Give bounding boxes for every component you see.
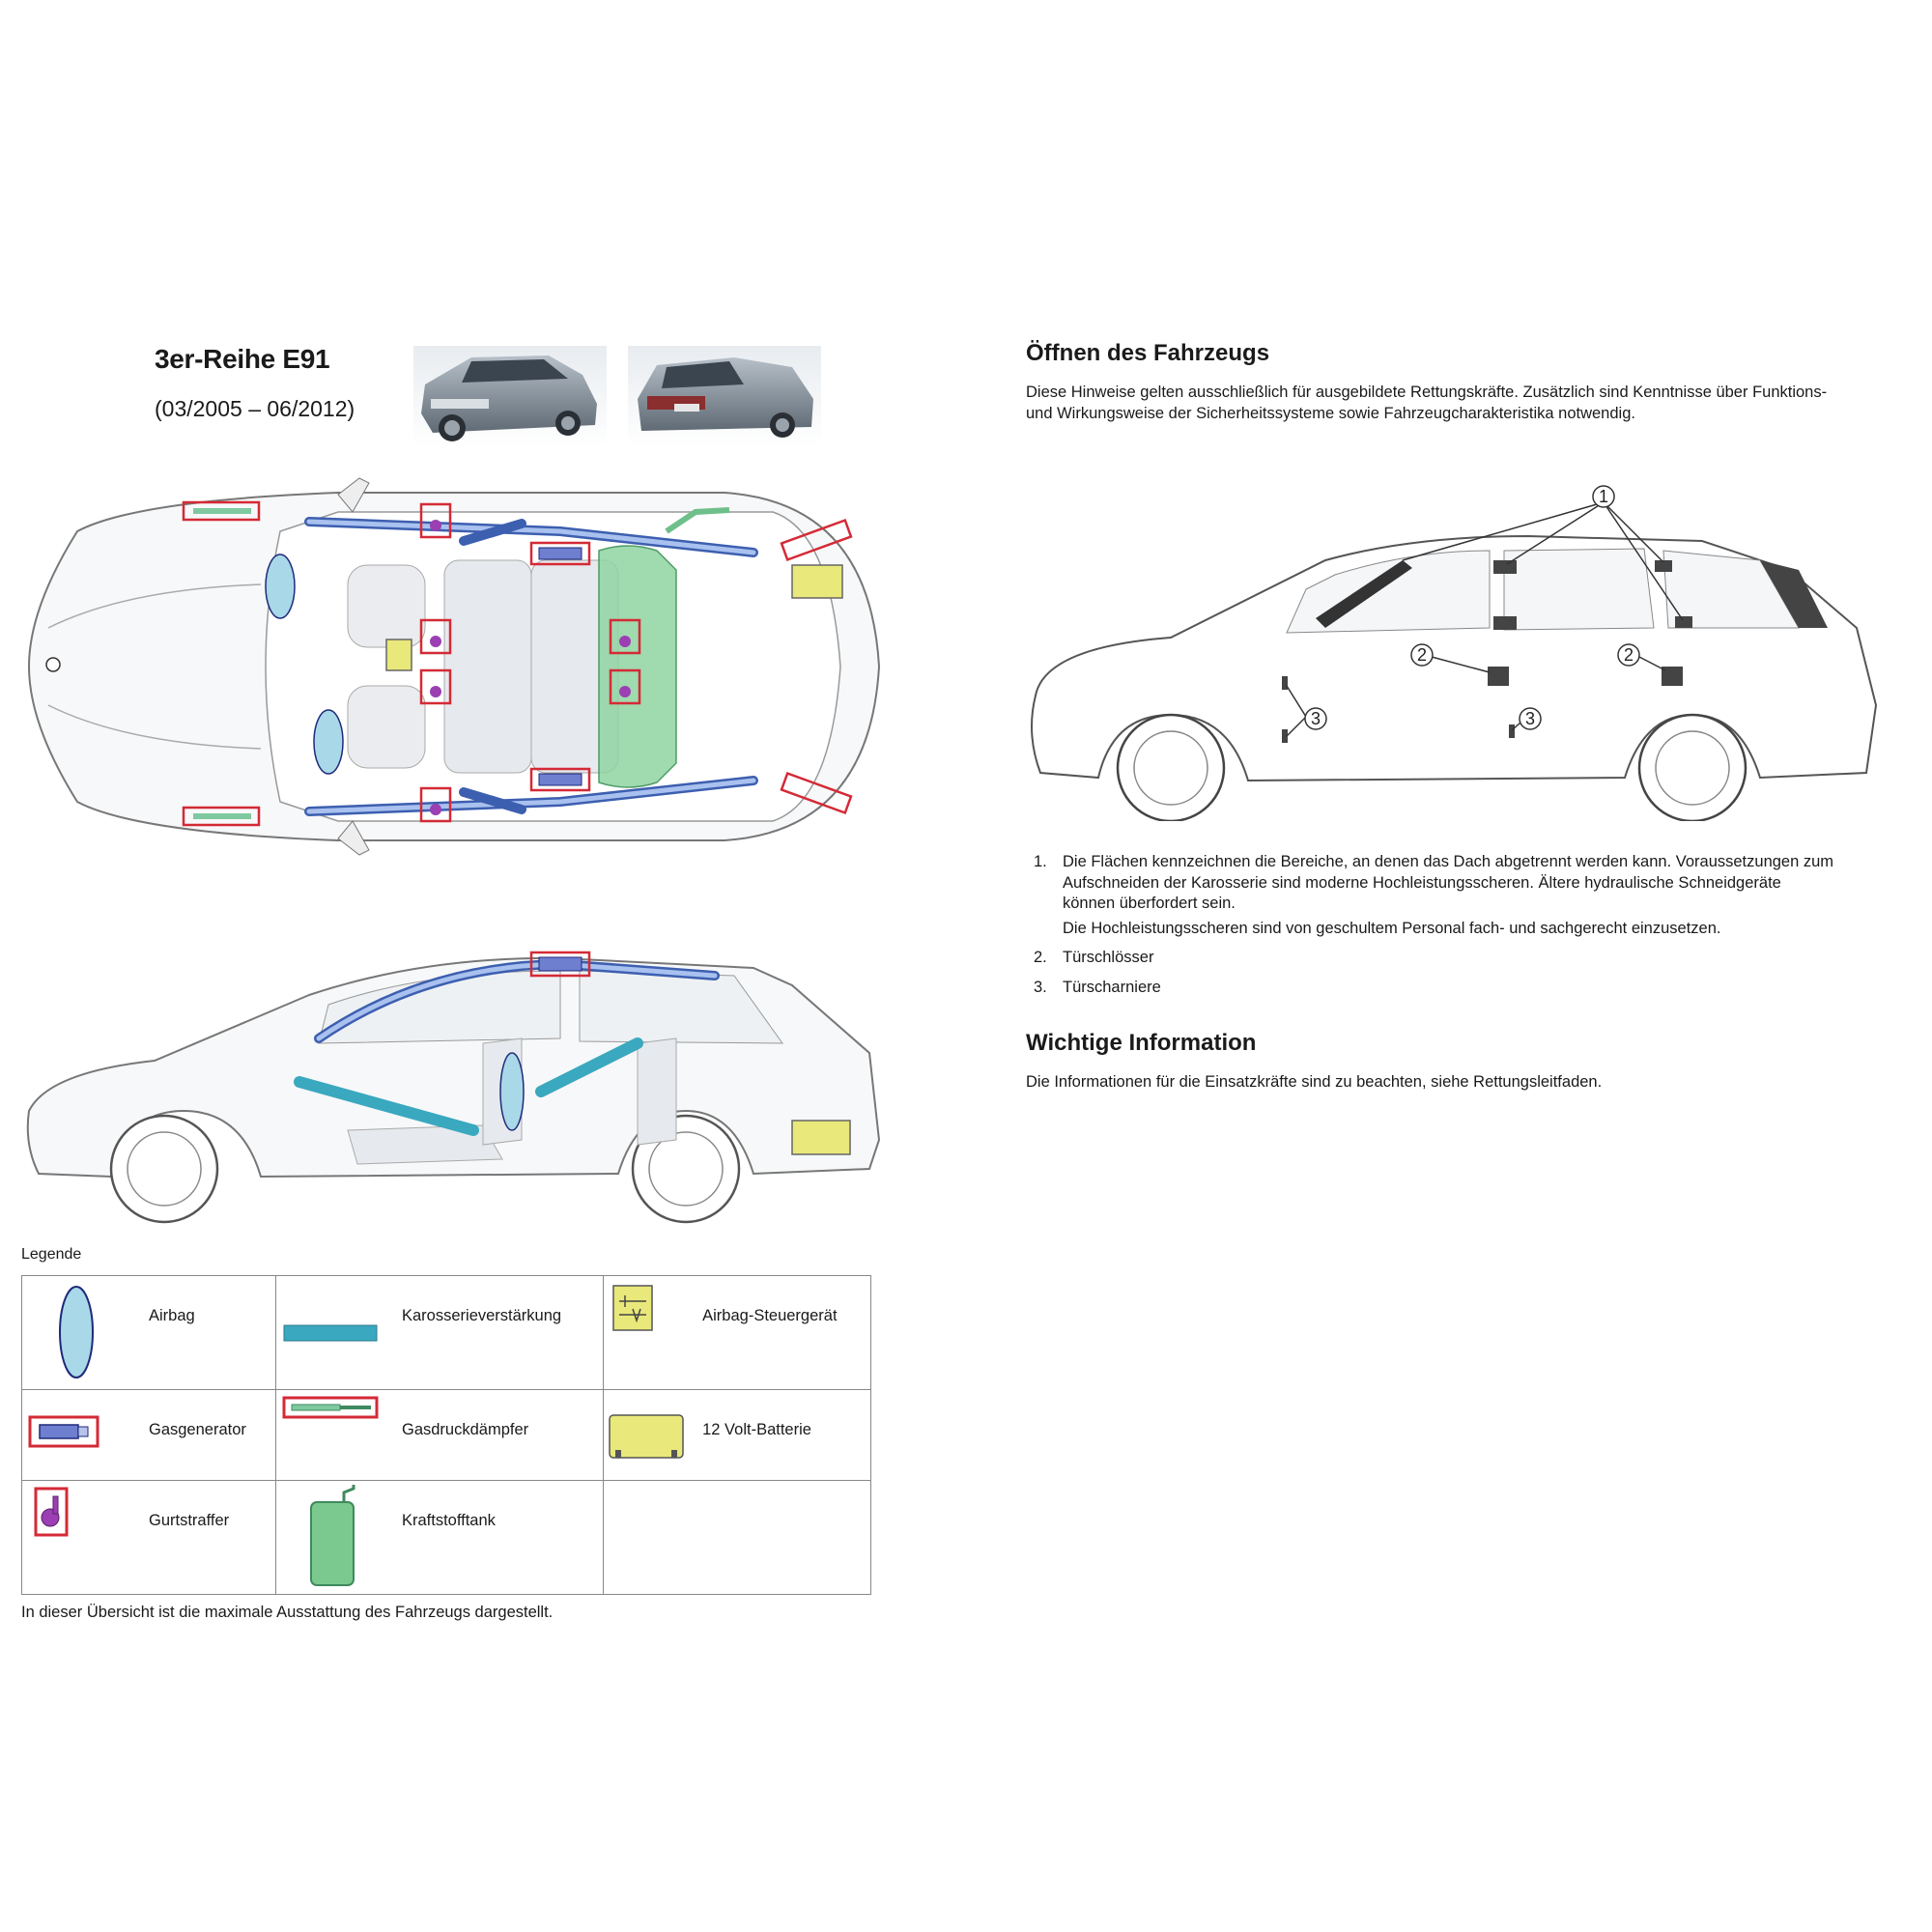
legend-cell-empty xyxy=(603,1480,871,1595)
legend-cell-gas-damper: Gasdruckdämpfer xyxy=(274,1389,605,1481)
legend-cell-fuel-tank: Kraftstofftank xyxy=(274,1480,605,1595)
legend-cell-gas-generator: Gasgenerator xyxy=(21,1389,276,1481)
legend-control-unit: Airbag-Steuergerät xyxy=(702,1307,838,1324)
callout-3-front: 3 xyxy=(1311,709,1321,728)
step-1: 1. Die Flächen kennzeichnen die Bereiche… xyxy=(1034,853,1834,937)
legend-label: Legende xyxy=(21,1246,82,1263)
callout-2-front: 2 xyxy=(1417,645,1427,665)
page-title: 3er-Reihe E91 xyxy=(155,344,330,374)
legend-cell-airbag: Airbag xyxy=(21,1275,276,1390)
callout-2-rear: 2 xyxy=(1624,645,1634,665)
reinforcement-legend-icon xyxy=(283,1324,378,1342)
callout-3-rear: 3 xyxy=(1525,709,1535,728)
legend-battery: 12 Volt-Batterie xyxy=(702,1421,811,1438)
gas-damper-legend-icon xyxy=(282,1396,379,1419)
legend-cell-control-unit: Airbag-Steuergerät xyxy=(603,1275,871,1390)
car-side-view xyxy=(26,951,881,1224)
step-2: 2. Türschlösser xyxy=(1034,949,1154,966)
step-3: 3. Türscharniere xyxy=(1034,978,1161,996)
important-text: Die Informationen für die Einsatzkräfte … xyxy=(1026,1073,1603,1091)
car-photo-front xyxy=(413,346,607,447)
car-top-view xyxy=(27,477,881,856)
opening-intro-line-1: Diese Hinweise gelten ausschließlich für… xyxy=(1026,384,1828,401)
battery-legend-icon xyxy=(609,1414,684,1459)
legend-fuel-tank: Kraftstofftank xyxy=(402,1512,496,1529)
legend-belt-tensioner: Gurtstraffer xyxy=(149,1512,230,1529)
airbag-legend-icon xyxy=(59,1286,94,1378)
production-period: (03/2005 – 06/2012) xyxy=(155,396,355,421)
car-photo-rear xyxy=(628,346,821,447)
fuel-tank-legend-icon xyxy=(310,1485,355,1586)
legend-table: Airbag Karosserieverstärkung Airbag-Steu… xyxy=(21,1275,871,1595)
legend-gas-generator: Gasgenerator xyxy=(149,1421,246,1438)
belt-tensioner-legend-icon xyxy=(34,1487,69,1537)
opening-steps: 1. Die Flächen kennzeichnen die Bereiche… xyxy=(1034,852,1903,1007)
control-unit-legend-icon xyxy=(612,1285,653,1331)
legend-gas-damper: Gasdruckdämpfer xyxy=(402,1421,529,1438)
gas-generator-legend-icon xyxy=(28,1415,99,1448)
callout-1: 1 xyxy=(1599,487,1608,506)
legend-cell-battery: 12 Volt-Batterie xyxy=(603,1389,871,1481)
legend-cell-belt-tensioner: Gurtstraffer xyxy=(21,1480,276,1595)
rescue-side-diagram: 1 2 2 3 3 xyxy=(1031,485,1878,821)
opening-intro-line-2: und Wirkungsweise der Sicherheitssysteme… xyxy=(1026,405,1635,422)
opening-title: Öffnen des Fahrzeugs xyxy=(1026,340,1270,366)
legend-reinforcement: Karosserieverstärkung xyxy=(402,1307,562,1324)
legend-airbag: Airbag xyxy=(149,1307,195,1324)
legend-footnote: In dieser Übersicht ist die maximale Aus… xyxy=(21,1604,554,1621)
legend-cell-reinforcement: Karosserieverstärkung xyxy=(274,1275,605,1390)
important-title: Wichtige Information xyxy=(1026,1030,1257,1056)
